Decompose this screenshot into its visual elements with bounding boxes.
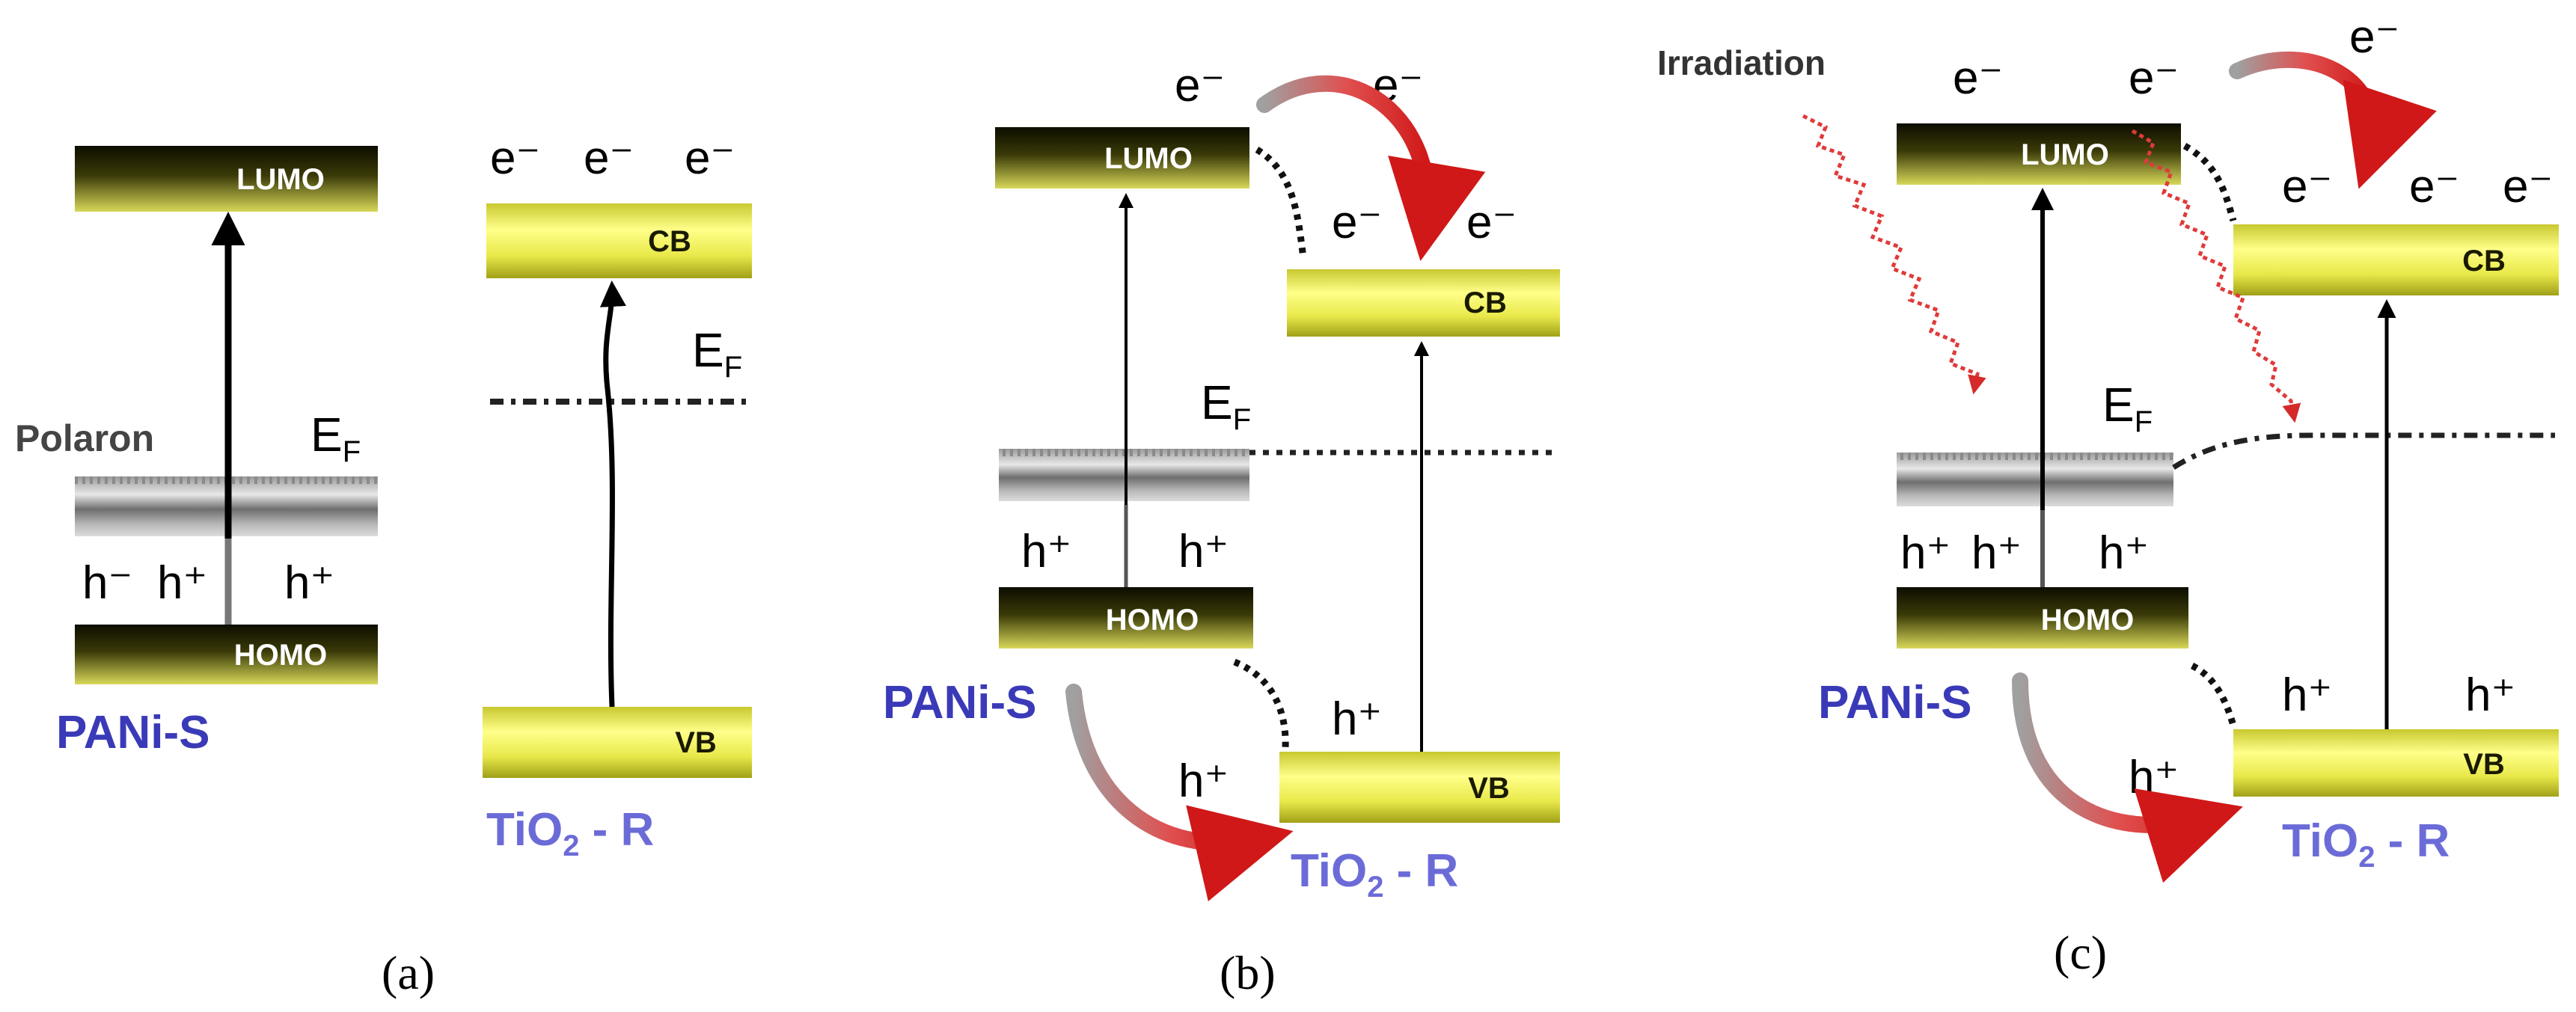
hole-transfer-arrow <box>1065 684 1294 902</box>
hole-label: h⁺ <box>2282 669 2332 721</box>
fermi-level-label: EF <box>692 323 742 384</box>
lumo-label: LUMO <box>1104 142 1193 175</box>
panel-label-c: (c) <box>2054 926 2107 979</box>
hole-label: h⁺ <box>2129 752 2179 803</box>
electron-label: e⁻ <box>1175 60 1225 111</box>
tio2-label: TiO2 - R <box>2282 815 2450 874</box>
panel-a-cb: CB <box>486 203 752 278</box>
cb-label: CB <box>648 225 691 258</box>
polaron-label: Polaron <box>15 417 154 459</box>
electron-label: e⁻ <box>1332 197 1382 248</box>
tio2-label: TiO2 - R <box>486 804 654 862</box>
cb-label: CB <box>1463 286 1507 319</box>
lumo-cb-connector <box>2182 143 2237 222</box>
homo-label: HOMO <box>234 639 327 672</box>
panel-label-b: (b) <box>1220 946 1276 999</box>
panel-b-homo: HOMO <box>999 587 1253 648</box>
lumo-label: LUMO <box>2021 138 2109 171</box>
panel-c-vb: VB <box>2233 729 2559 797</box>
hole-transfer-arrow <box>2012 672 2243 883</box>
hole-label: h⁺ <box>1900 527 1951 579</box>
electron-label: e⁻ <box>2503 161 2553 212</box>
excitation-arrow <box>599 280 626 708</box>
electron-label: e⁻ <box>2282 161 2332 212</box>
cb-label: CB <box>2462 245 2506 277</box>
pani-s-label: PANi-S <box>883 677 1037 729</box>
lumo-label: LUMO <box>236 163 325 196</box>
panel-b-lumo: LUMO <box>995 127 1249 188</box>
vb-label: VB <box>2463 748 2505 781</box>
hole-label: h⁺ <box>1021 526 1071 577</box>
electron-label: e⁻ <box>2349 11 2399 63</box>
panel-c-homo: HOMO <box>1897 587 2188 648</box>
vb-label: VB <box>675 726 717 759</box>
pani-s-label: PANi-S <box>1818 677 1972 729</box>
panel-b: LUMO HOMO EF h⁺ h⁺ PANi-S CB VB <box>883 60 1560 999</box>
hole-label: h⁺ <box>1178 526 1229 577</box>
hole-label: h⁺ <box>2099 527 2149 579</box>
homo-label: HOMO <box>2041 604 2134 637</box>
electron-label: e⁻ <box>584 132 634 184</box>
fermi-level-line <box>2172 432 2555 470</box>
panel-b-polaron-band <box>999 449 1249 501</box>
panel-c: Irradiation LUMO HOMO EF h⁺ h⁺ h⁺ PANi-S… <box>1657 11 2559 979</box>
homo-label: HOMO <box>1106 604 1199 637</box>
tio2-label: TiO2 - R <box>1291 845 1458 904</box>
panel-c-cb: CB <box>2233 224 2559 295</box>
electron-label: e⁻ <box>2129 52 2179 104</box>
hole-label: h⁺ <box>1971 527 2022 579</box>
panel-b-vb: VB <box>1279 752 1560 823</box>
panel-b-cb: CB <box>1287 269 1560 337</box>
electron-transfer-arrow <box>1256 75 1486 262</box>
pani-s-label: PANi-S <box>56 707 210 758</box>
hole-label: h⁻ <box>82 557 132 609</box>
fermi-level-label: EF <box>2102 378 2153 438</box>
electron-label: e⁻ <box>1466 197 1517 248</box>
homo-vb-connector <box>1233 658 1289 749</box>
electron-label: e⁻ <box>1953 52 2003 104</box>
panel-a-lumo: LUMO <box>75 146 378 212</box>
hole-label: h⁺ <box>157 557 207 609</box>
panel-label-a: (a) <box>382 946 435 999</box>
hole-label: h⁺ <box>284 557 334 609</box>
hole-label: h⁺ <box>2465 669 2515 721</box>
fermi-level-label: EF <box>310 408 361 468</box>
hole-label: h⁺ <box>1332 693 1382 745</box>
electron-label: e⁻ <box>2409 161 2459 212</box>
panel-c-polaron-band <box>1897 453 2173 506</box>
electron-transfer-arrow <box>2229 51 2437 189</box>
hole-label: h⁺ <box>1178 755 1229 807</box>
vb-label: VB <box>1468 772 1510 805</box>
lumo-cb-connector <box>1255 147 1307 259</box>
fermi-level-label: EF <box>1201 375 1251 436</box>
electron-label: e⁻ <box>490 132 540 184</box>
electron-label: e⁻ <box>685 132 735 184</box>
panel-a-vb: VB <box>483 707 752 778</box>
panel-a: LUMO HOMO Polaron EF h⁻ h⁺ h⁺ PANi-S CB … <box>15 132 752 999</box>
irradiation-label: Irradiation <box>1657 43 1826 82</box>
panel-c-lumo: LUMO <box>1897 123 2181 185</box>
homo-vb-connector <box>2190 662 2237 727</box>
panel-a-homo: HOMO <box>75 625 378 684</box>
